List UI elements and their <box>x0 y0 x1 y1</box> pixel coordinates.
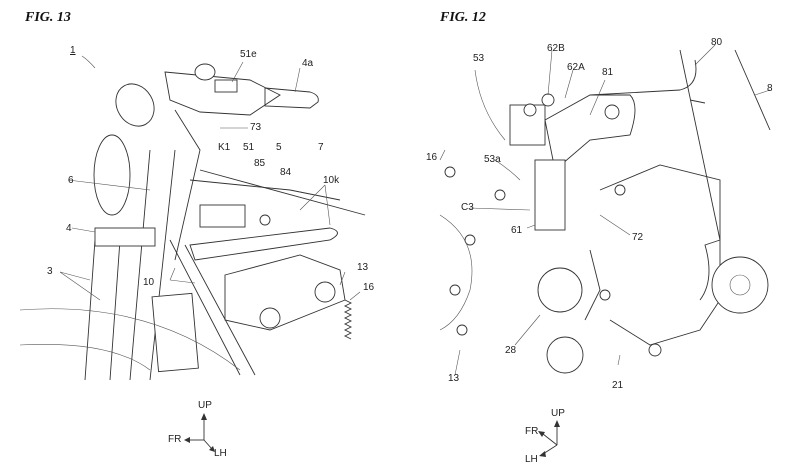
headlamp <box>93 83 155 216</box>
front-fork <box>84 109 201 381</box>
sensor-53 <box>509 93 566 231</box>
ref-label: 62B <box>547 43 565 54</box>
ref-label: 13 <box>448 373 460 384</box>
ref-label: 51e <box>240 49 257 60</box>
axis-label-up: UP <box>198 400 212 411</box>
axis-label-left: LH <box>525 454 538 465</box>
axis-label-front: FR <box>525 426 539 437</box>
ref-label: 16 <box>426 152 438 163</box>
battery-box <box>151 292 199 373</box>
ref-label: 84 <box>280 167 292 178</box>
ref-label: 4 <box>66 223 72 234</box>
frame-10k <box>189 227 338 261</box>
figure-13-title: FIG. 13 <box>25 10 71 25</box>
ref-label: 10 <box>143 277 155 288</box>
leader-lines-fig13 <box>59 55 361 301</box>
ref-label: 8 <box>767 83 773 94</box>
ref-label: 10k <box>323 175 340 186</box>
front-arrow <box>542 433 558 446</box>
ref-label: 4a <box>302 58 314 69</box>
figure-12-title: FIG. 12 <box>440 10 486 25</box>
leader-lines-fig12 <box>439 44 771 376</box>
axis-label-up: UP <box>551 408 565 419</box>
wheel-arc <box>19 308 241 371</box>
ref-label: 53 <box>473 53 485 64</box>
left-arrow <box>203 439 213 450</box>
bolts <box>444 166 662 357</box>
ref-label: 80 <box>711 37 723 48</box>
ref-label: 21 <box>612 380 624 391</box>
engine-part-13 <box>224 254 346 331</box>
ref-label: 3 <box>47 266 53 277</box>
pump-28 <box>537 267 583 313</box>
frame-10 <box>169 239 256 376</box>
ref-label: C3 <box>461 202 474 213</box>
ref-label: 7 <box>318 142 324 153</box>
ref-label: 28 <box>505 345 517 356</box>
ref-label: 13 <box>357 262 369 273</box>
ref-label: 81 <box>602 67 614 78</box>
frame-line <box>189 179 341 201</box>
ref-label: 51 <box>243 142 255 153</box>
ref-label: 73 <box>250 122 262 133</box>
handlebar-grip <box>164 63 319 116</box>
axis-label-left: LH <box>214 448 227 459</box>
cover-8 <box>734 49 771 131</box>
ref-label: 53a <box>484 154 501 165</box>
ref-label: K1 <box>218 142 231 153</box>
spring-16 <box>343 299 353 340</box>
ref-label: 1 <box>70 45 76 56</box>
ref-label: 85 <box>254 158 266 169</box>
axis-label-front: FR <box>168 434 182 445</box>
ref-label: 72 <box>632 232 644 243</box>
left-arrow <box>542 444 558 455</box>
ref-label: 16 <box>363 282 375 293</box>
fuel-tank-line <box>199 169 366 216</box>
ref-label: 5 <box>276 142 282 153</box>
frame-80 <box>589 49 721 241</box>
ref-label: 6 <box>68 175 74 186</box>
ref-label: 62A <box>567 62 585 73</box>
ref-label: 61 <box>511 225 523 236</box>
actuator-51 <box>199 204 271 228</box>
